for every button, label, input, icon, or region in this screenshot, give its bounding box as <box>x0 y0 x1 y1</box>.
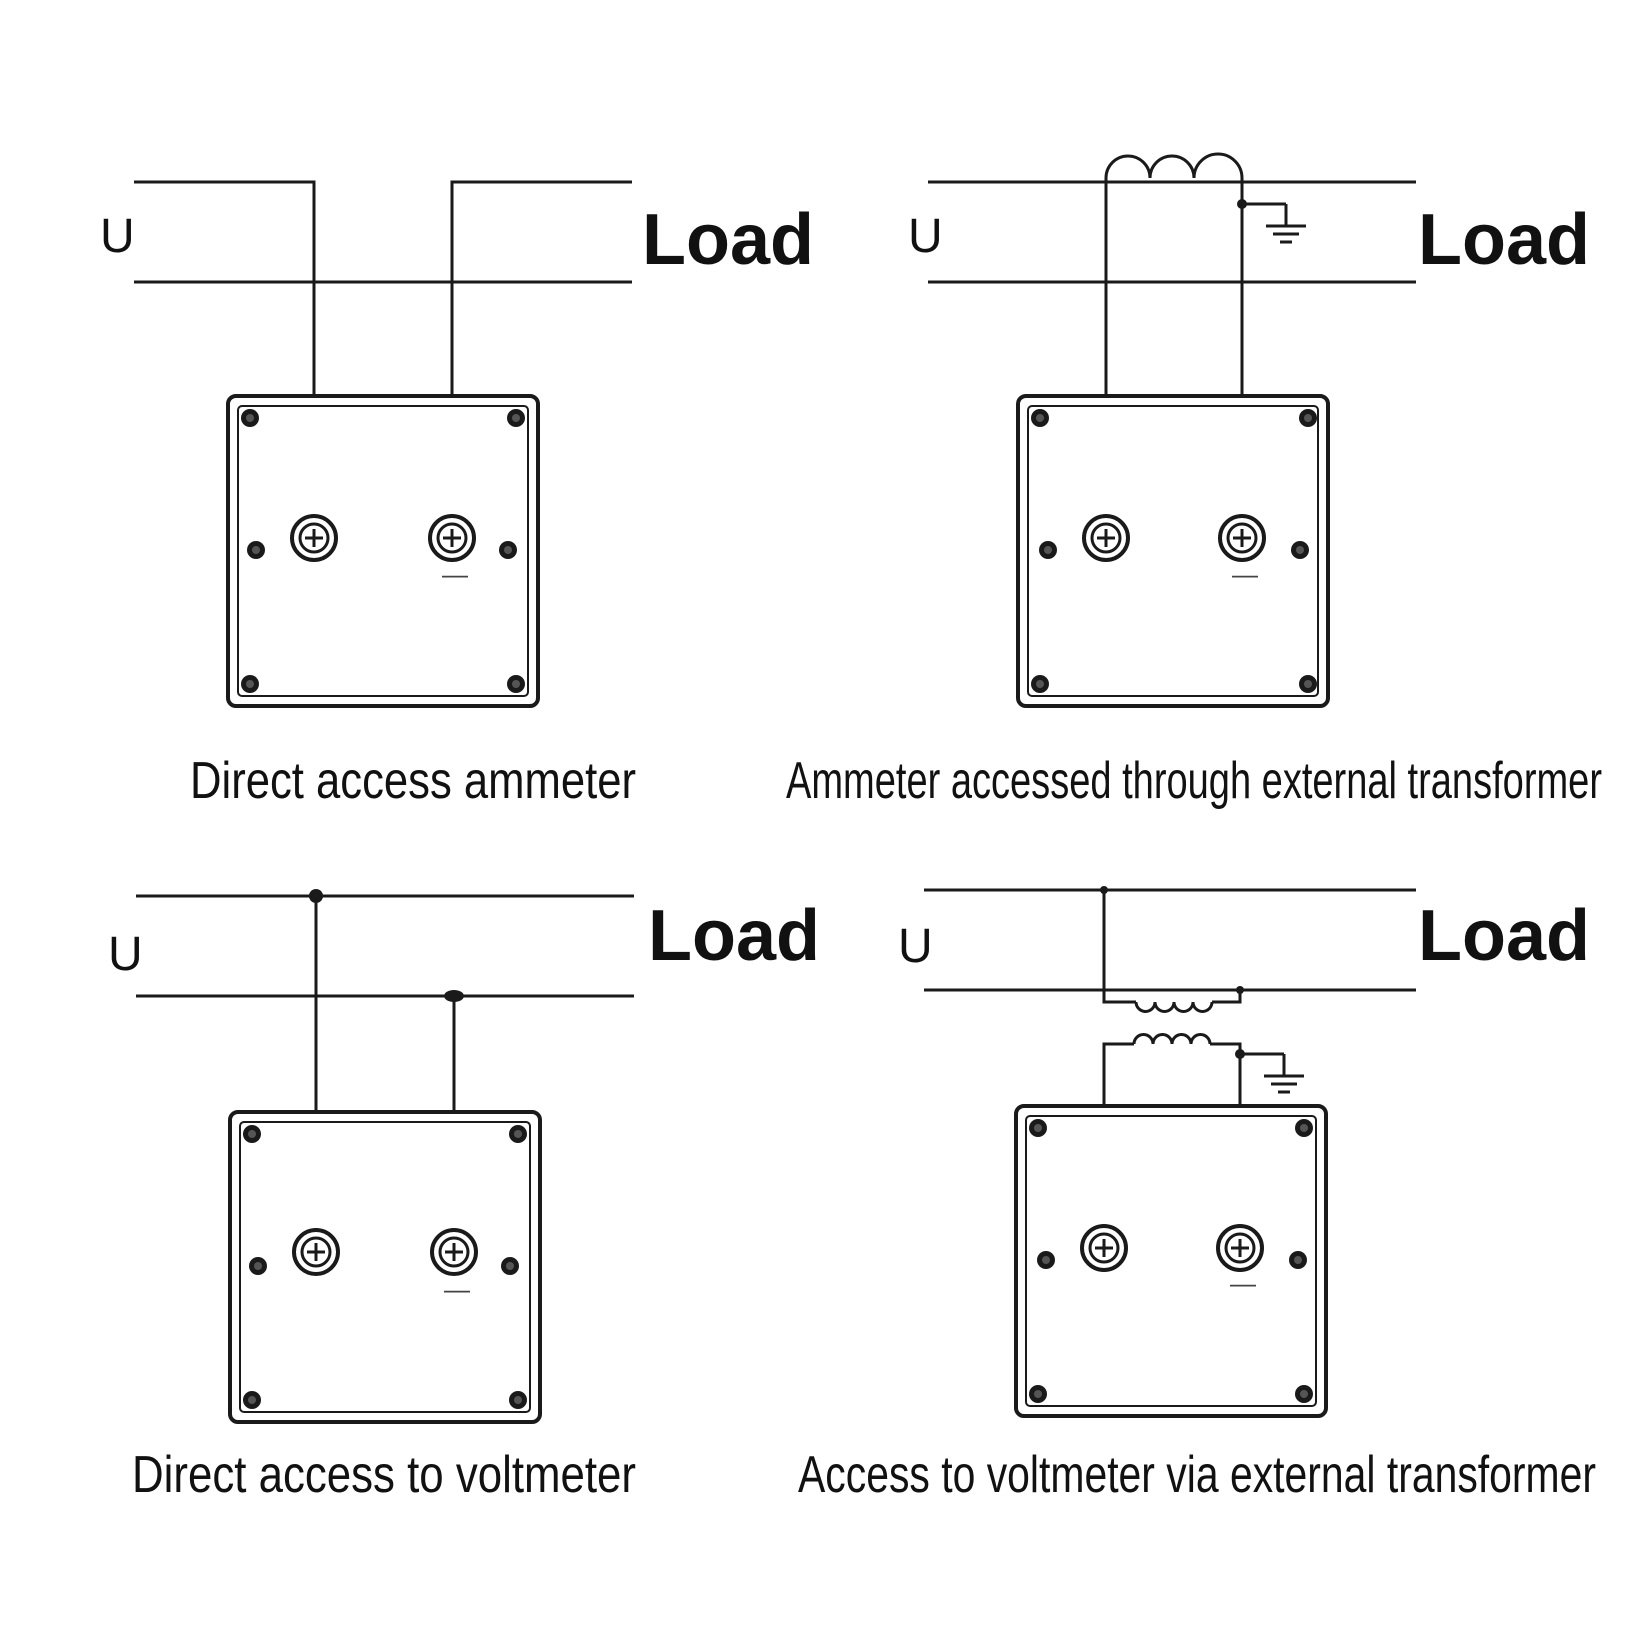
load-label: Load <box>642 200 814 280</box>
panel-caption: Direct access to voltmeter <box>132 1446 636 1504</box>
panel-direct-ammeter: U Load — Direct access ammeter <box>100 180 814 810</box>
meter-body: — <box>228 1110 542 1424</box>
screw-icon <box>507 675 525 693</box>
minus-sign: — <box>442 559 468 589</box>
screw-icon <box>1029 1385 1047 1403</box>
screw-icon <box>247 541 265 559</box>
screw-icon <box>249 1257 267 1275</box>
screw-icon <box>509 1391 527 1409</box>
u-label: U <box>898 920 933 973</box>
screw-icon <box>1029 1119 1047 1137</box>
minus-sign: — <box>1230 1268 1256 1298</box>
screw-icon <box>1031 675 1049 693</box>
screw-icon <box>1031 409 1049 427</box>
u-label: U <box>908 210 943 263</box>
terminal-icon <box>428 514 476 562</box>
screw-icon <box>243 1391 261 1409</box>
u-label: U <box>100 210 135 263</box>
meter-body: — <box>226 394 540 708</box>
meter-body: — <box>1014 1104 1328 1418</box>
screw-icon <box>1299 409 1317 427</box>
screw-icon <box>241 409 259 427</box>
screw-icon <box>499 541 517 559</box>
ground-icon <box>1264 202 1308 244</box>
screw-icon <box>1295 1385 1313 1403</box>
panel-caption: Ammeter accessed through external transf… <box>786 752 1602 810</box>
panel-direct-voltmeter: U Load — Direct access to voltmeter <box>108 889 820 1504</box>
screw-icon <box>1295 1119 1313 1137</box>
load-label: Load <box>648 896 820 976</box>
screw-icon <box>507 409 525 427</box>
panel-caption: Access to voltmeter via external transfo… <box>798 1446 1596 1504</box>
screw-icon <box>1037 1251 1055 1269</box>
screw-icon <box>243 1125 261 1143</box>
panel-voltmeter-transformer: U Load <box>798 886 1596 1504</box>
u-label: U <box>108 928 143 981</box>
terminal-icon <box>292 1228 340 1276</box>
screw-icon <box>1289 1251 1307 1269</box>
load-label: Load <box>1418 200 1590 280</box>
screw-icon <box>501 1257 519 1275</box>
screw-icon <box>1039 541 1057 559</box>
screw-icon <box>509 1125 527 1143</box>
terminal-icon <box>1216 1224 1264 1272</box>
minus-sign: — <box>1232 559 1258 589</box>
ground-icon <box>1262 1052 1306 1094</box>
terminal-icon <box>290 514 338 562</box>
minus-sign: — <box>444 1274 470 1304</box>
screw-icon <box>241 675 259 693</box>
screw-icon <box>1299 675 1317 693</box>
load-label: Load <box>1418 896 1590 976</box>
terminal-icon <box>1218 514 1266 562</box>
terminal-icon <box>1082 514 1130 562</box>
screw-icon <box>1291 541 1309 559</box>
panel-caption: Direct access ammeter <box>190 752 636 810</box>
terminal-icon <box>1080 1224 1128 1272</box>
panel-ammeter-transformer: U Load — Ammeter accessed through extern <box>786 152 1602 810</box>
terminal-icon <box>430 1228 478 1276</box>
meter-body: — <box>1016 394 1330 708</box>
